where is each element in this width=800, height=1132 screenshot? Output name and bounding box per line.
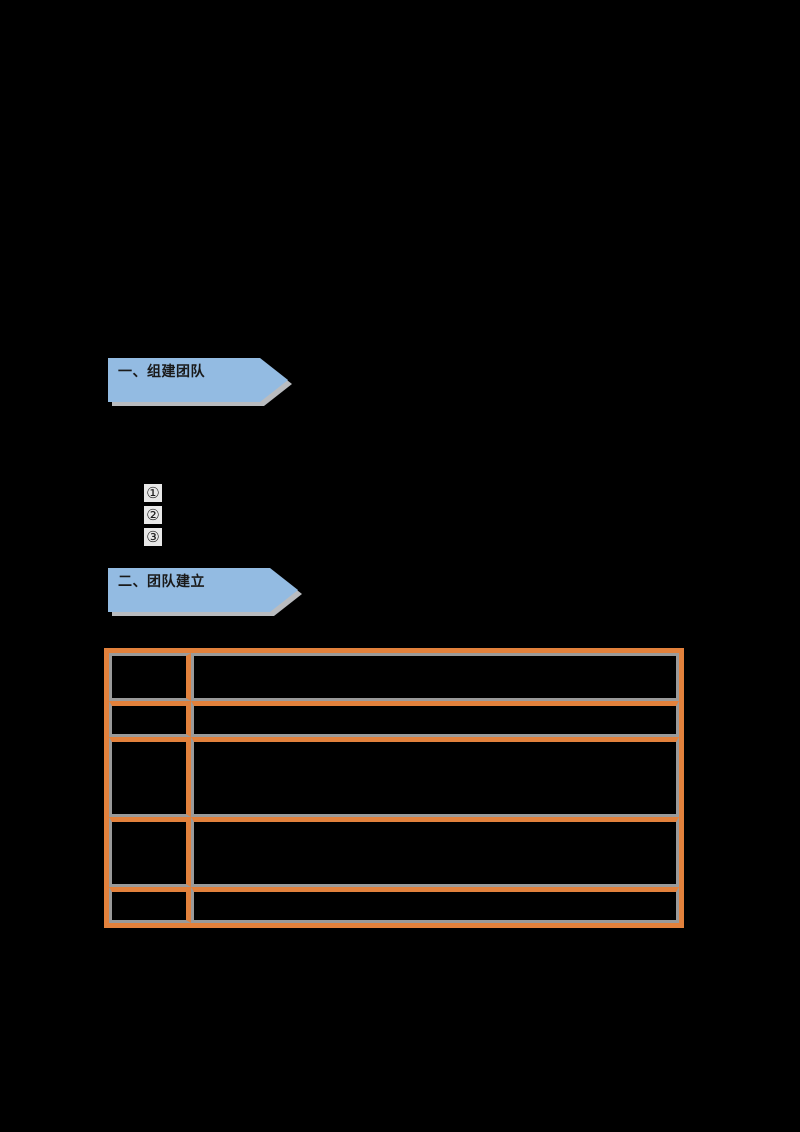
table-cell-content [191, 653, 679, 701]
table-row [109, 653, 679, 701]
section-banner-2-label: 二、团队建立 [118, 573, 205, 589]
section-banner-1-label: 一、组建团队 [118, 363, 205, 379]
table-row [109, 701, 679, 737]
table-cell-content [191, 817, 679, 887]
table-cell-content [191, 887, 679, 923]
table-row [109, 817, 679, 887]
table-cell-label [109, 653, 191, 701]
table-cell-label [109, 737, 191, 817]
list-item: ③ [144, 526, 184, 548]
table-cell-label [109, 817, 191, 887]
list-item: ② [144, 504, 184, 526]
table-cell-content [191, 701, 679, 737]
table-row [109, 737, 679, 817]
table-cell-content [191, 737, 679, 817]
table-cell-label [109, 701, 191, 737]
circled-number-3-icon: ③ [144, 528, 162, 546]
section-banner-2: 二、团队建立 [108, 568, 298, 612]
table-row [109, 887, 679, 923]
circled-number-2-icon: ② [144, 506, 162, 524]
banner-shape: 一、组建团队 [108, 358, 288, 402]
circled-number-1-icon: ① [144, 484, 162, 502]
list-item: ① [144, 482, 184, 504]
numbered-marker-list: ① ② ③ [144, 482, 184, 548]
content-table [104, 648, 684, 928]
section-banner-1: 一、组建团队 [108, 358, 288, 402]
table-cell-label [109, 887, 191, 923]
banner-shape: 二、团队建立 [108, 568, 298, 612]
